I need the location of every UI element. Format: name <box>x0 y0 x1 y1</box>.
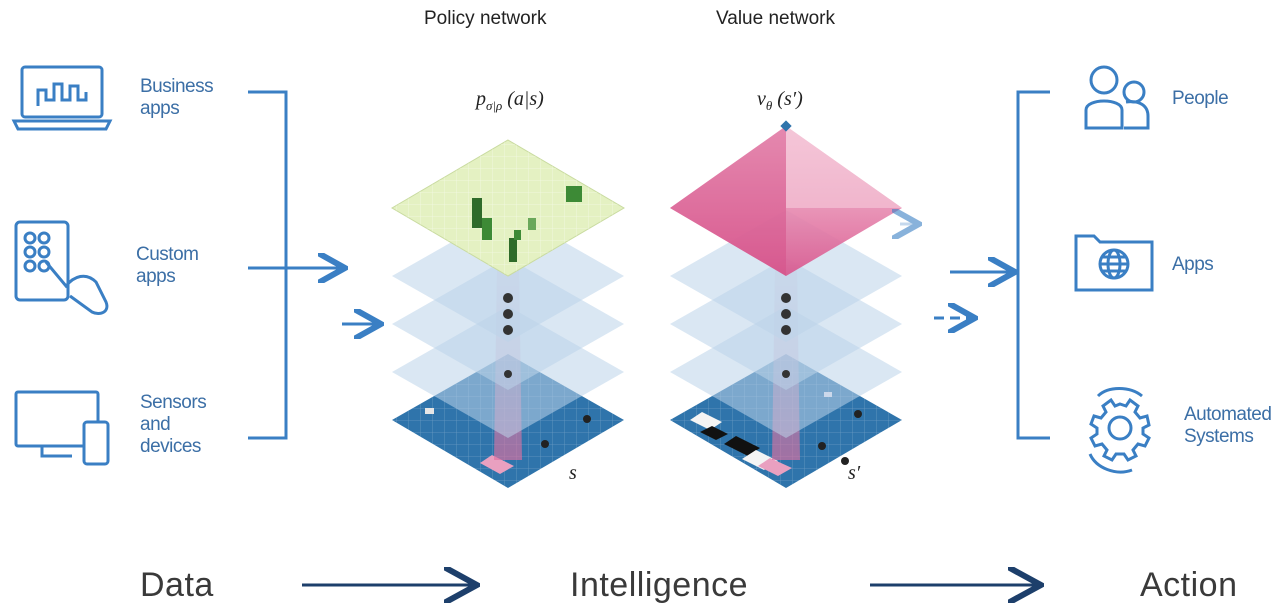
policy-formula-args: (a|s) <box>507 88 544 110</box>
source-label-custom-apps: Custom apps <box>136 244 199 287</box>
monitor-phone-icon <box>14 390 110 466</box>
policy-state-label: s <box>569 462 577 484</box>
output-label-people: People <box>1172 88 1229 109</box>
value-network-stack <box>670 120 916 488</box>
laptop-chart-icon <box>11 65 113 131</box>
policy-formula: pσ|ρ (a|s) <box>476 88 544 114</box>
value-network-title: Value network <box>716 8 835 29</box>
output-bracket <box>1016 90 1050 440</box>
folder-globe-icon <box>1074 234 1154 292</box>
gear-cycle-icon <box>1088 387 1151 474</box>
source-label-business-apps: Business apps <box>140 76 214 119</box>
source-label-sensors: Sensors and devices <box>140 392 207 457</box>
output-label-automated-systems: Automated Systems <box>1184 404 1272 447</box>
value-formula-args: (s′) <box>777 88 803 110</box>
stage-action: Action <box>1140 566 1238 604</box>
people-icon <box>1084 65 1150 130</box>
policy-network-stack <box>391 139 625 488</box>
policy-formula-symbol: p <box>476 88 486 110</box>
tablet-touch-icon <box>14 220 109 316</box>
policy-formula-subscript: σ|ρ <box>486 98 503 113</box>
output-label-apps: Apps <box>1172 254 1214 275</box>
value-formula-symbol: ν <box>757 88 766 110</box>
value-formula: νθ (s′) <box>757 88 803 114</box>
stage-intelligence: Intelligence <box>570 566 749 604</box>
policy-network-title: Policy network <box>424 8 547 29</box>
input-bracket <box>248 90 342 440</box>
value-state-label: s′ <box>848 462 861 484</box>
value-formula-subscript: θ <box>765 98 773 113</box>
stage-data: Data <box>140 566 214 604</box>
